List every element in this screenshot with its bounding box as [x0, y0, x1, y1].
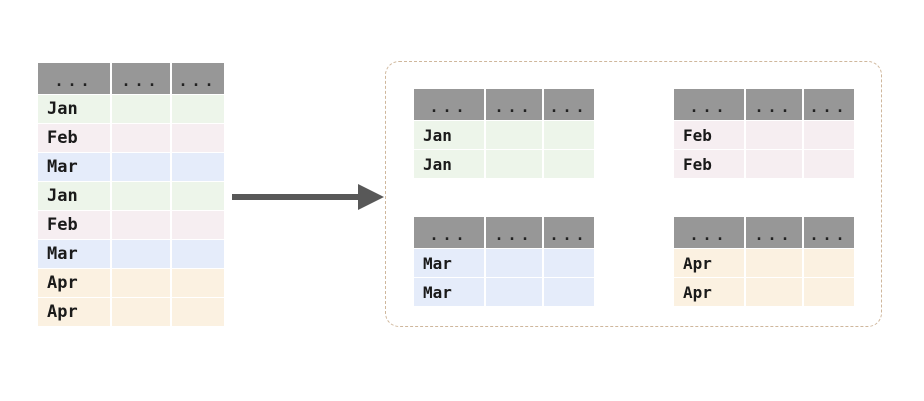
group-table-apr-row-1-cell-month: Apr [674, 278, 744, 306]
group-table-feb-row-1-cell-3 [804, 150, 854, 178]
source-row-1-cell-month: Feb [38, 124, 110, 152]
table-row: Apr [38, 298, 224, 326]
source-row-0-cell-3 [172, 95, 224, 123]
flow-arrow-icon [232, 184, 384, 210]
source-row-6-cell-2 [112, 269, 170, 297]
group-table-feb-row-0-cell-month: Feb [674, 121, 744, 149]
table-row: Jan [414, 150, 594, 178]
source-row-1-cell-2 [112, 124, 170, 152]
source-row-7-cell-3 [172, 298, 224, 326]
group-table-jan-header-cell-2: ... [486, 89, 542, 120]
group-table-apr-header-cell-3: ... [804, 217, 854, 248]
group-table-mar-row-0-cell-month: Mar [414, 249, 484, 277]
source-row-0-cell-month: Jan [38, 95, 110, 123]
group-table-apr-header-row: ... ... ... [674, 217, 854, 248]
group-table-mar-header-cell-1: ... [414, 217, 484, 248]
group-table-mar-row-0-cell-2 [486, 249, 542, 277]
source-row-3-cell-month: Jan [38, 182, 110, 210]
table-row: Apr [38, 269, 224, 297]
group-table-jan-header-cell-1: ... [414, 89, 484, 120]
group-table-mar-header-cell-2: ... [486, 217, 542, 248]
table-row: Apr [674, 249, 854, 277]
source-row-1-cell-3 [172, 124, 224, 152]
source-row-4-cell-3 [172, 211, 224, 239]
group-table-mar-row-1-cell-month: Mar [414, 278, 484, 306]
group-table-feb-header-cell-2: ... [746, 89, 802, 120]
source-table-header-cell-2: ... [112, 63, 170, 94]
source-row-5-cell-3 [172, 240, 224, 268]
group-table-mar-row-0-cell-3 [544, 249, 594, 277]
source-row-7-cell-2 [112, 298, 170, 326]
table-row: Apr [674, 278, 854, 306]
source-row-2-cell-month: Mar [38, 153, 110, 181]
table-row: Mar [414, 249, 594, 277]
group-table-apr-header-cell-2: ... [746, 217, 802, 248]
group-table-feb-row-1-cell-2 [746, 150, 802, 178]
source-row-5-cell-2 [112, 240, 170, 268]
table-row: Feb [674, 150, 854, 178]
table-row: Feb [674, 121, 854, 149]
table-row: Mar [414, 278, 594, 306]
source-row-6-cell-month: Apr [38, 269, 110, 297]
group-table-apr-row-1-cell-3 [804, 278, 854, 306]
group-table-feb-header-cell-3: ... [804, 89, 854, 120]
group-table-apr-header-cell-1: ... [674, 217, 744, 248]
group-table-feb-row-0-cell-2 [746, 121, 802, 149]
source-table-header-row: ... ... ... [38, 63, 224, 94]
group-table-feb-header-cell-1: ... [674, 89, 744, 120]
group-container [385, 61, 882, 327]
group-table-mar-header-cell-3: ... [544, 217, 594, 248]
group-table-jan-header-cell-3: ... [544, 89, 594, 120]
group-table-feb-row-0-cell-3 [804, 121, 854, 149]
group-table-mar-header-row: ... ... ... [414, 217, 594, 248]
group-table-mar-row-1-cell-2 [486, 278, 542, 306]
group-table-apr-row-0-cell-3 [804, 249, 854, 277]
group-table-jan-row-1-cell-2 [486, 150, 542, 178]
table-row: Mar [38, 153, 224, 181]
table-row: Jan [38, 95, 224, 123]
group-table-jan-row-1-cell-3 [544, 150, 594, 178]
source-table-header-cell-1: ... [38, 63, 110, 94]
source-row-7-cell-month: Apr [38, 298, 110, 326]
table-row: Jan [414, 121, 594, 149]
table-row: Feb [38, 211, 224, 239]
source-row-6-cell-3 [172, 269, 224, 297]
table-row: Mar [38, 240, 224, 268]
group-table-mar-row-1-cell-3 [544, 278, 594, 306]
table-row: Feb [38, 124, 224, 152]
group-table-jan-row-1-cell-month: Jan [414, 150, 484, 178]
source-row-2-cell-3 [172, 153, 224, 181]
source-row-0-cell-2 [112, 95, 170, 123]
group-table-apr-row-1-cell-2 [746, 278, 802, 306]
group-table-jan-row-0-cell-2 [486, 121, 542, 149]
group-table-jan-row-0-cell-month: Jan [414, 121, 484, 149]
group-table-jan-header-row: ... ... ... [414, 89, 594, 120]
source-table-header-cell-3: ... [172, 63, 224, 94]
group-table-feb-row-1-cell-month: Feb [674, 150, 744, 178]
group-table-feb-header-row: ... ... ... [674, 89, 854, 120]
source-row-2-cell-2 [112, 153, 170, 181]
table-row: Jan [38, 182, 224, 210]
source-row-3-cell-2 [112, 182, 170, 210]
group-table-apr-row-0-cell-2 [746, 249, 802, 277]
source-row-5-cell-month: Mar [38, 240, 110, 268]
source-row-3-cell-3 [172, 182, 224, 210]
source-row-4-cell-2 [112, 211, 170, 239]
source-row-4-cell-month: Feb [38, 211, 110, 239]
group-table-apr-row-0-cell-month: Apr [674, 249, 744, 277]
group-table-jan-row-0-cell-3 [544, 121, 594, 149]
